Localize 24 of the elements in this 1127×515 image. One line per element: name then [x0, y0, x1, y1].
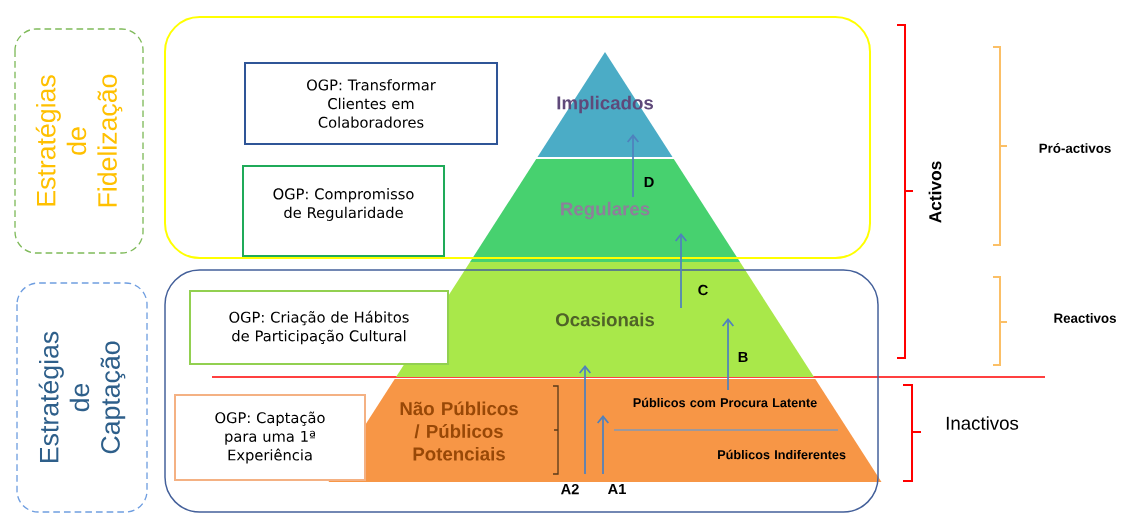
edge-label: A2: [561, 483, 579, 495]
rounded-box: [164, 269, 879, 513]
arrow: [626, 134, 640, 198]
edge-label: C: [698, 284, 708, 296]
edge-label: D: [644, 176, 654, 188]
arrow: [578, 365, 592, 475]
edge-label: B: [738, 351, 748, 363]
dashed-box: Estratégias de Fidelização: [14, 28, 144, 254]
goal-box: OGP: Compromisso de Regularidade: [242, 165, 445, 257]
arrow: [721, 318, 735, 391]
band-label: Públicos Indiferentes: [718, 449, 846, 460]
bracket-label: Reactivos: [1054, 313, 1116, 323]
goal-box: OGP: Captação para uma 1ª Experiência: [174, 394, 366, 481]
band-label: Públicos com Procura Latente: [633, 397, 817, 408]
goal-box: OGP: Transformar Clientes em Colaboradores: [244, 62, 498, 145]
rounded-box: [164, 16, 871, 259]
goal-box: OGP: Criação de Hábitos de Participação Cultural: [189, 290, 449, 365]
arrow: [596, 415, 610, 475]
bracket-label: Activos: [928, 161, 942, 223]
bracket-label: Inactivos: [946, 416, 1019, 430]
dashed-box: Estratégias de Captação: [16, 282, 148, 513]
edge-label: A1: [608, 483, 626, 495]
arrow: [674, 233, 688, 309]
bracket-label: Pró-activos: [1039, 143, 1111, 153]
